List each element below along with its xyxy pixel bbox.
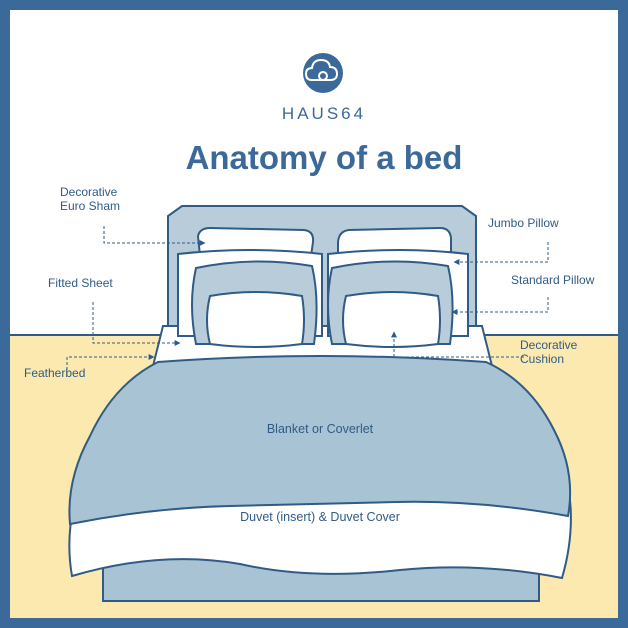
callout-featherbed	[66, 354, 155, 375]
decorative-cushion-left	[206, 291, 305, 348]
blanket	[68, 355, 572, 526]
label-decorative-cushion: Decorative Cushion	[520, 338, 578, 366]
label-duvet: Duvet (insert) & Duvet Cover	[240, 510, 400, 524]
page-title: Anatomy of a bed	[185, 139, 463, 176]
label-blanket: Blanket or Coverlet	[266, 422, 374, 436]
callout-euro-sham	[103, 226, 206, 246]
brand-name: HAUS64	[281, 104, 367, 123]
bed-illustration	[10, 53, 618, 618]
callout-jumbo-pillow	[453, 242, 549, 265]
diagram-stage: HAUS64 Anatomy of a bed Decorative Euro …	[10, 10, 618, 618]
label-fitted-sheet: Fitted Sheet	[48, 276, 113, 290]
euro-sham-left	[196, 226, 315, 257]
label-euro-sham: Decorative Euro Sham	[60, 185, 121, 213]
callout-standard-pillow	[451, 297, 549, 315]
callout-fitted-sheet	[92, 302, 181, 346]
callout-decorative-cushion	[391, 331, 524, 358]
label-featherbed: Featherbed	[24, 366, 86, 380]
decorative-cushion-right	[342, 291, 441, 348]
label-standard-pillow: Standard Pillow	[511, 273, 595, 287]
euro-sham-right	[337, 226, 452, 257]
cloud-logo-icon	[303, 53, 343, 93]
label-jumbo-pillow: Jumbo Pillow	[488, 216, 559, 230]
